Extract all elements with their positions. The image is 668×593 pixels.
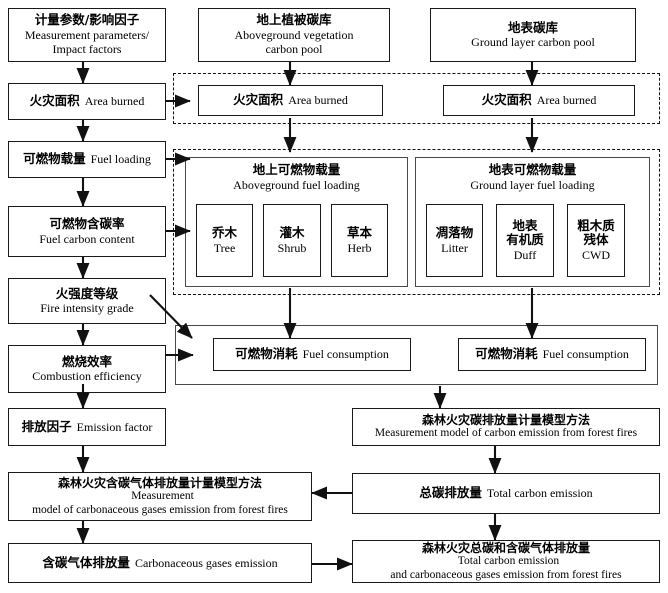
node-herb[interactable]: 草本 Herb [331,204,388,277]
node-duff-en: Duff [513,248,537,263]
node-area-burned-mid-cn: 火灾面积 [233,92,284,108]
node-fuel-consumption-right[interactable]: 可燃物消耗 Fuel consumption [458,338,646,371]
node-herb-en: Herb [347,240,372,255]
node-fuel-carbon-content[interactable]: 可燃物含碳率 Fuel carbon content [8,206,166,257]
node-ground-layer-carbon-pool[interactable]: 地表碳库 Ground layer carbon pool [430,8,636,62]
node-measurement-parameters[interactable]: 计量参数/影响因子 Measurement parameters/ Impact… [8,8,166,62]
node-fire-intensity-grade[interactable]: 火强度等级 Fire intensity grade [8,278,166,324]
node-tree-en: Tree [213,240,236,255]
node-carbonaceous-gases-emission-cn: 含碳气体排放量 [42,554,130,570]
node-measurement-parameters-en2: Impact factors [52,42,122,57]
node-carbonaceous-gases-emission-en: Carbonaceous gases emission [134,555,278,570]
node-fuel-carbon-content-en: Fuel carbon content [39,231,135,246]
node-litter-cn: 凋落物 [435,225,474,241]
node-area-burned-right-cn: 火灾面积 [481,92,532,108]
node-area-burned-left-en: Area burned [84,94,145,109]
node-litter[interactable]: 凋落物 Litter [426,204,483,277]
node-gas-emission-model-cn: 森林火灾含碳气体排放量计量模型方法 [57,475,262,490]
node-tree[interactable]: 乔木 Tree [196,204,253,277]
node-ground-layer-carbon-pool-en: Ground layer carbon pool [471,35,595,50]
node-area-burned-mid[interactable]: 火灾面积 Area burned [198,85,383,116]
node-area-burned-right-en: Area burned [536,93,597,108]
node-area-burned-right[interactable]: 火灾面积 Area burned [443,85,635,116]
node-carbon-emission-model-cn: 森林火灾碳排放量计量模型方法 [421,413,590,428]
node-total-carbon-emission-cn: 总碳排放量 [419,485,482,501]
node-total-carbon-and-gases-cn: 森林火灾总碳和含碳气体排放量 [421,540,590,555]
node-fuel-loading[interactable]: 可燃物载量 Fuel loading [8,141,166,178]
node-cwd-cn: 粗木质 [577,217,615,233]
node-carbonaceous-gases-emission[interactable]: 含碳气体排放量 Carbonaceous gases emission [8,543,312,583]
node-duff-cn: 地表 [512,217,538,233]
node-total-carbon-and-gases-en2: and carbonaceous gases emission from for… [390,568,622,581]
node-fuel-loading-cn: 可燃物载量 [23,151,86,167]
node-fire-intensity-grade-cn: 火强度等级 [55,285,119,301]
node-area-burned-left[interactable]: 火灾面积 Area burned [8,83,166,120]
node-duff-cn2: 有机质 [506,232,544,248]
node-combustion-efficiency-en: Combustion efficiency [32,369,142,384]
label-aboveground-fuel-loading: 地上可燃物载量 Aboveground fuel loading [185,162,408,192]
node-measurement-parameters-en1: Measurement parameters/ [24,28,150,43]
node-fuel-consumption-left[interactable]: 可燃物消耗 Fuel consumption [213,338,411,371]
label-aboveground-fuel-loading-en: Aboveground fuel loading [233,177,360,192]
node-gas-emission-model-en1: Measurement [131,490,194,503]
label-ground-fuel-loading-en: Ground layer fuel loading [470,177,595,192]
node-cwd-en: CWD [582,248,610,263]
node-carbon-emission-model[interactable]: 森林火灾碳排放量计量模型方法 Measurement model of carb… [352,408,660,446]
node-fuel-consumption-right-cn: 可燃物消耗 [475,346,538,362]
label-ground-fuel-loading: 地表可燃物载量 Ground layer fuel loading [415,162,650,192]
node-emission-factor-cn: 排放因子 [21,418,72,434]
dashed-group-area-burned [173,73,660,124]
node-area-burned-mid-en: Area burned [288,93,348,108]
node-gas-emission-model-en2: model of carbonaceous gases emission fro… [32,503,288,516]
node-emission-factor[interactable]: 排放因子 Emission factor [8,408,166,446]
node-aboveground-vegetation-pool[interactable]: 地上植被碳库 Aboveground vegetation carbon poo… [198,8,390,62]
label-aboveground-fuel-loading-cn: 地上可燃物载量 [252,162,341,177]
node-shrub-cn: 灌木 [279,225,305,241]
node-fire-intensity-grade-en: Fire intensity grade [40,301,134,316]
node-fuel-carbon-content-cn: 可燃物含碳率 [49,216,125,232]
node-total-carbon-emission[interactable]: 总碳排放量 Total carbon emission [352,473,660,514]
node-carbon-emission-model-en: Measurement model of carbon emission fro… [374,427,638,440]
node-combustion-efficiency-cn: 燃烧效率 [61,353,112,369]
node-combustion-efficiency[interactable]: 燃烧效率 Combustion efficiency [8,345,166,393]
node-cwd-cn2: 残体 [583,232,609,248]
node-duff[interactable]: 地表 有机质 Duff [496,204,554,277]
node-area-burned-left-cn: 火灾面积 [29,93,80,109]
node-fuel-consumption-left-en: Fuel consumption [302,347,389,362]
node-measurement-parameters-cn: 计量参数/影响因子 [34,12,140,28]
node-tree-cn: 乔木 [211,225,237,241]
node-total-carbon-and-gases-en1: Total carbon emission [457,555,560,568]
label-ground-fuel-loading-cn: 地表可燃物载量 [488,162,577,177]
node-fuel-consumption-left-cn: 可燃物消耗 [235,346,298,362]
node-fuel-loading-en: Fuel loading [90,152,151,167]
node-ground-layer-carbon-pool-cn: 地表碳库 [507,19,558,35]
node-shrub[interactable]: 灌木 Shrub [263,204,321,277]
node-fuel-consumption-right-en: Fuel consumption [542,347,629,362]
node-total-carbon-emission-en: Total carbon emission [486,486,593,501]
node-emission-factor-en: Emission factor [76,419,153,434]
node-shrub-en: Shrub [277,240,307,255]
node-aboveground-vegetation-pool-cn: 地上植被碳库 [256,12,332,28]
dashed-group-fuel-loading [173,149,660,295]
node-aboveground-vegetation-pool-en2: carbon pool [265,42,323,57]
node-aboveground-vegetation-pool-en1: Aboveground vegetation [234,28,354,43]
node-cwd[interactable]: 粗木质 残体 CWD [567,204,625,277]
node-herb-cn: 草本 [346,225,372,241]
node-litter-en: Litter [441,240,468,255]
